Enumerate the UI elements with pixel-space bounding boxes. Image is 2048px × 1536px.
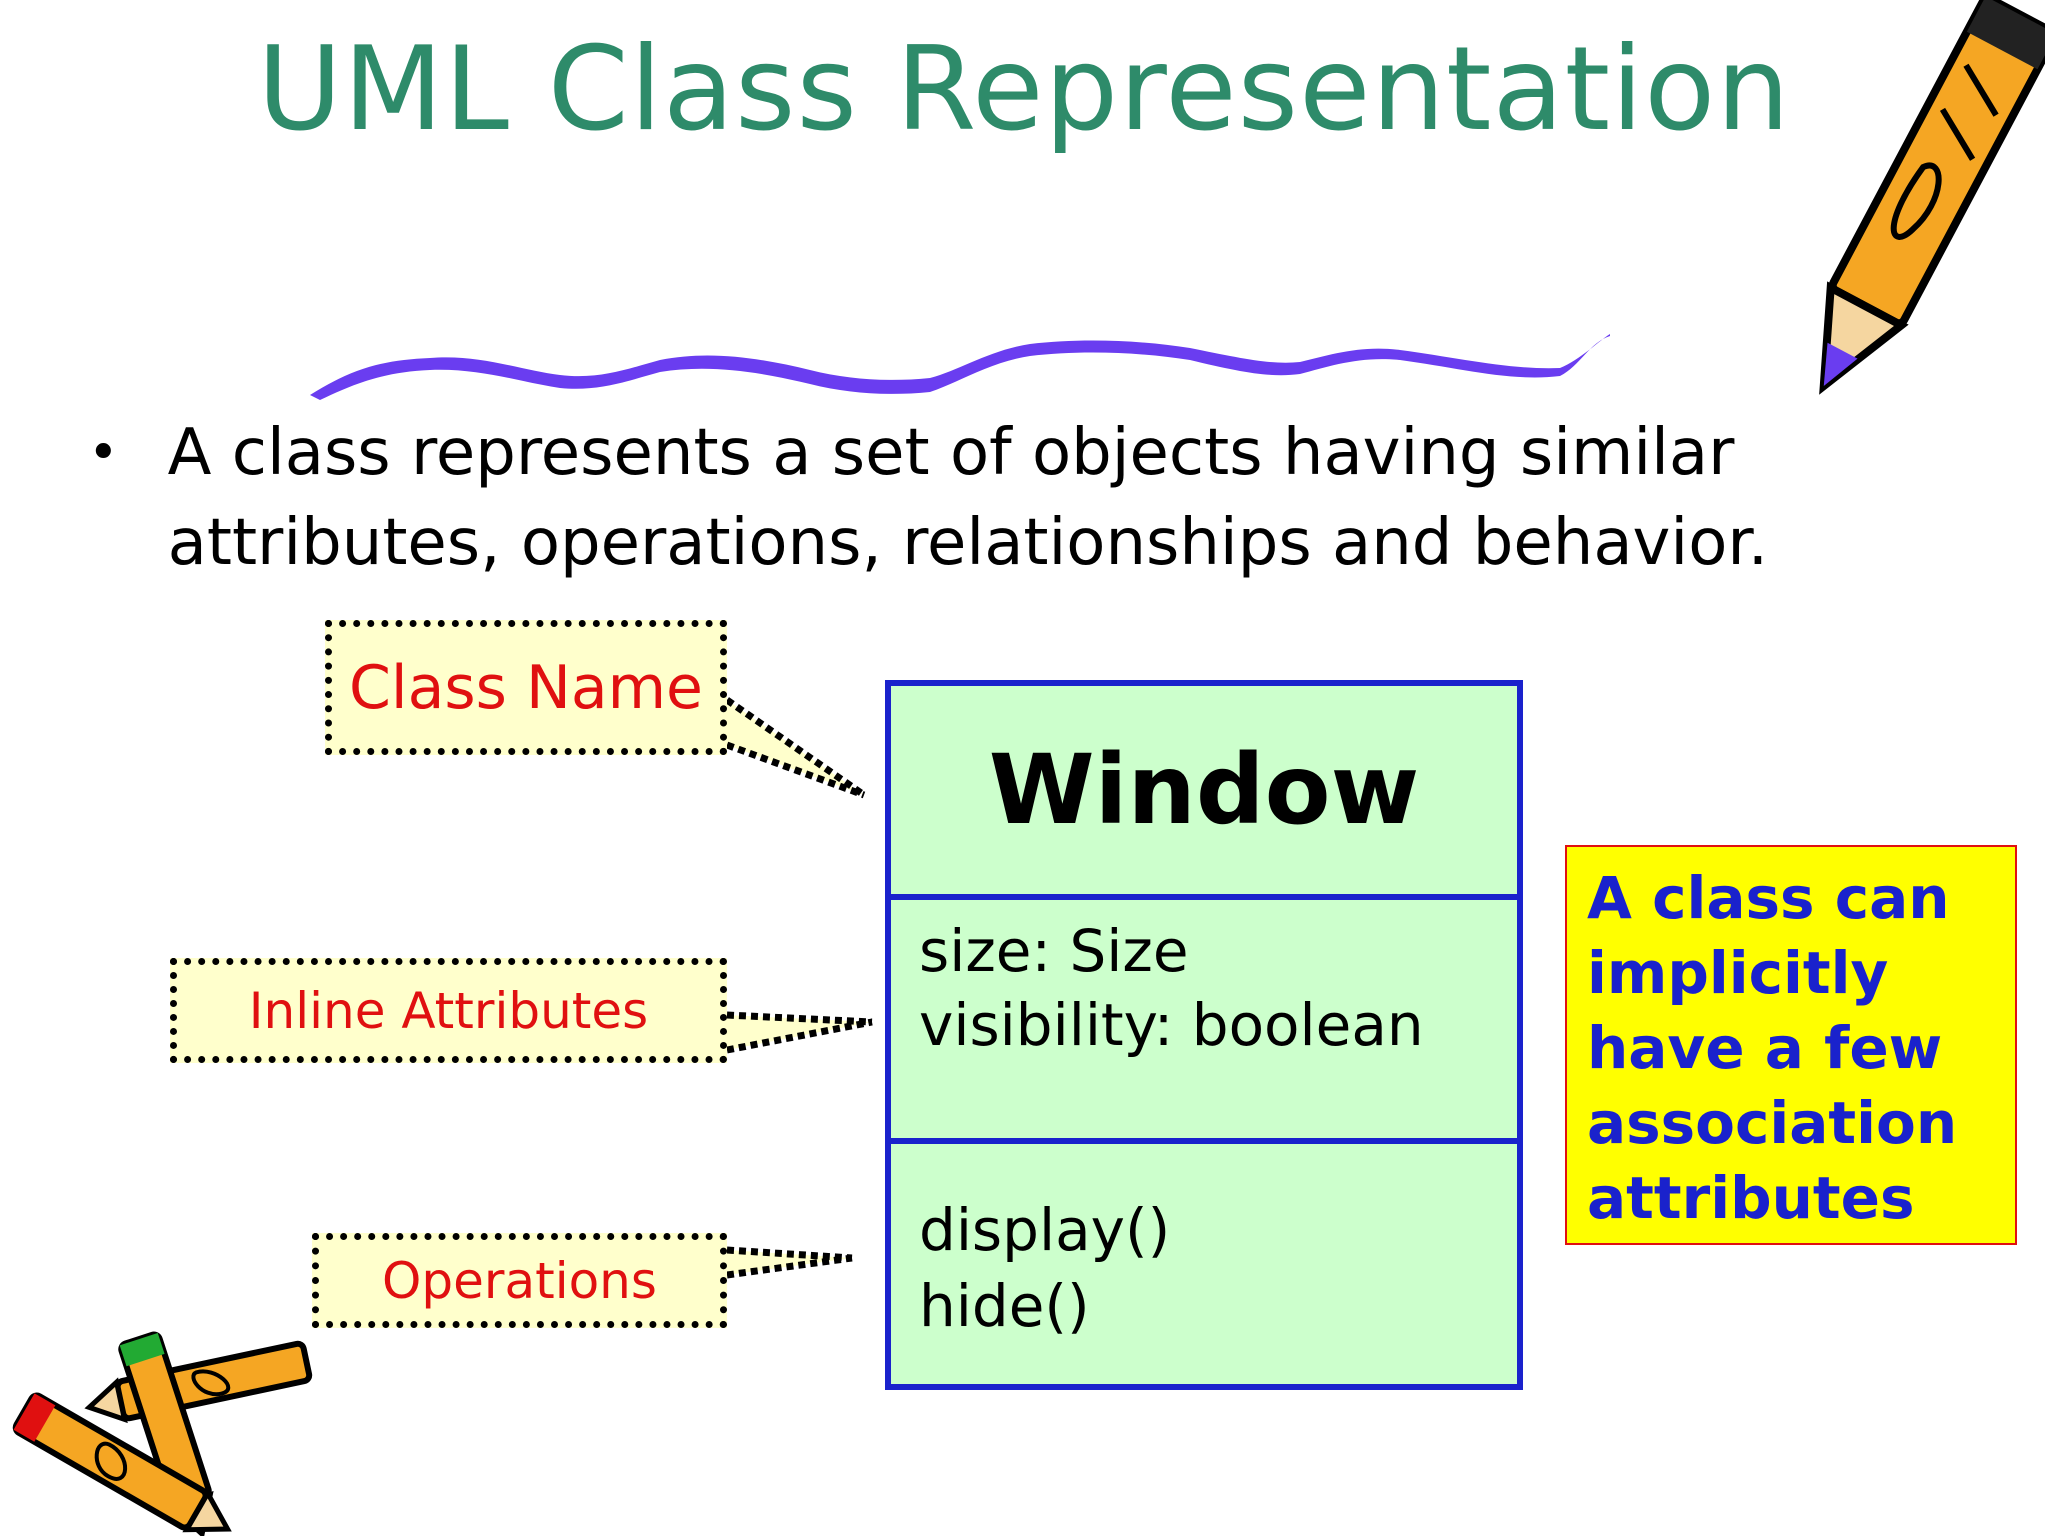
pencil-clipart-icon [1819,0,2045,395]
bullet-text: A class represents a set of objects havi… [168,408,1780,588]
uml-operations-compartment: display() hide() [891,1144,1517,1384]
note-line: implicitly [1587,939,1889,1007]
bullet-line-2: attributes, operations, relationships an… [167,506,1769,580]
callout-inline-attributes: Inline Attributes [170,958,727,1063]
squiggle-underline-decoration [310,334,1610,400]
crayons-clipart-icon [12,1331,313,1536]
uml-operation: hide() [919,1272,1090,1340]
bullet-icon: • [88,423,119,483]
uml-attribute: visibility: boolean [919,991,1424,1059]
uml-operation: display() [919,1196,1171,1264]
callout-operations: Operations [312,1233,727,1328]
note-line: have a few [1587,1014,1943,1082]
uml-attributes-compartment: size: Size visibility: boolean [891,900,1517,1144]
uml-class-box: Window size: Size visibility: boolean di… [885,680,1523,1390]
note-line: attributes [1587,1164,1915,1232]
bullet-line-1: A class represents a set of objects havi… [167,416,1735,490]
bullet-point: • A class represents a set of objects ha… [80,408,1780,588]
note-line: association [1587,1089,1958,1157]
uml-attribute: size: Size [919,917,1189,985]
association-attributes-note: A class can implicitly have a few associ… [1565,845,2017,1245]
callout-class-name: Class Name [325,620,727,755]
uml-class-name: Window [891,686,1517,900]
note-line: A class can [1587,864,1950,932]
slide-title: UML Class Representation [257,22,1791,157]
